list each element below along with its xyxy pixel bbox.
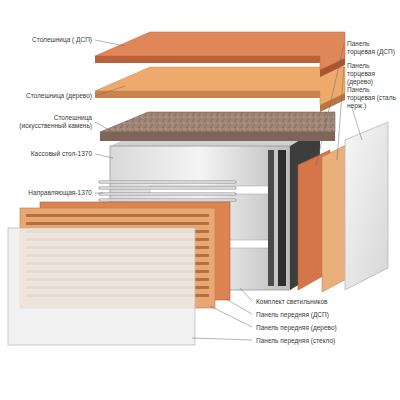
- rail-tubes-part: [100, 193, 235, 196]
- label-holder: Направляющая-1370: [12, 189, 92, 197]
- label-holder: Комплект светильников: [256, 298, 386, 306]
- wood-top-part: [95, 91, 320, 98]
- label-holder: Панель передняя (ДСП): [256, 311, 386, 319]
- rail-tubes-part: [100, 187, 235, 190]
- part-label: Панель передняя (ДСП): [256, 311, 386, 319]
- leader-lines-part: [95, 154, 113, 158]
- label-holder: Панель торцевая (дерево): [347, 62, 396, 85]
- leader-lines-part: [192, 338, 252, 340]
- label-holder: Столешница (искусственный камень): [12, 114, 92, 130]
- front-panels-part-part: [26, 222, 209, 225]
- part-label: Панель торцевая (дерево): [347, 62, 396, 85]
- front-panels: [8, 202, 230, 345]
- rail-tubes-part: [100, 199, 235, 200]
- wood-top: [95, 67, 345, 112]
- rail-tubes-part: [100, 181, 235, 182]
- chipboard-top: [95, 32, 345, 77]
- leader-lines-part: [226, 299, 252, 314]
- chipboard-top-part: [320, 58, 345, 77]
- label-holder: Панель передняя (дерево): [256, 324, 386, 332]
- label-holder: Столешница ( ДСП): [12, 36, 92, 44]
- rail-tubes-part: [100, 181, 235, 184]
- leader-lines-part: [352, 108, 362, 140]
- stone-top: [100, 112, 335, 141]
- part-label: Панель торцевая (ДСП): [347, 40, 396, 56]
- front-panels-part-part: [26, 214, 209, 217]
- chipboard-top-part: [95, 32, 345, 70]
- end-panels: [298, 122, 388, 292]
- rail-tubes-part: [100, 193, 235, 194]
- part-label: Столешница (дерево): [12, 92, 92, 100]
- stone-top-part: [100, 132, 335, 141]
- label-holder: Панель торцевая (ДСП): [347, 40, 396, 56]
- rail-tubes-part: [100, 199, 235, 202]
- leader-lines-part: [240, 288, 252, 301]
- end-panels-part: [345, 122, 388, 290]
- part-label: Комплект светильников: [256, 298, 386, 306]
- cabinet-body-part: [278, 150, 286, 286]
- leader-lines-part: [95, 86, 125, 96]
- rail-tubes-part: [100, 187, 235, 188]
- label-holder: Столешница (дерево): [12, 92, 92, 100]
- part-label: Столешница ( ДСП): [12, 36, 92, 44]
- leader-lines-part: [95, 40, 125, 46]
- part-label: Направляющая-1370: [12, 189, 92, 197]
- front-panels-part: [8, 228, 195, 345]
- leader-lines-part: [95, 122, 116, 134]
- part-label: Столешница (искусственный камень): [12, 114, 92, 130]
- stone-top-part: [100, 112, 335, 132]
- part-label: Панель торцевая (сталь нерж.): [347, 86, 396, 109]
- cabinet-body-part: [268, 150, 274, 286]
- leader-lines: [95, 40, 362, 340]
- leader-lines-part: [95, 193, 103, 194]
- chipboard-top-part: [95, 56, 320, 63]
- label-holder: Панель торцевая (сталь нерж.): [347, 86, 396, 109]
- part-label: Панель передняя (стекло): [256, 337, 386, 345]
- rail-tubes: [100, 182, 235, 200]
- leader-lines-part: [210, 306, 252, 327]
- part-label: Панель передняя (дерево): [256, 324, 386, 332]
- wood-top-part: [95, 67, 345, 105]
- leader-lines-part: [337, 66, 344, 160]
- part-label: Кассовый стол-1370: [12, 150, 92, 158]
- label-holder: Кассовый стол-1370: [12, 150, 92, 158]
- leader-lines-part: [316, 44, 344, 166]
- label-holder: Панель передняя (стекло): [256, 337, 386, 345]
